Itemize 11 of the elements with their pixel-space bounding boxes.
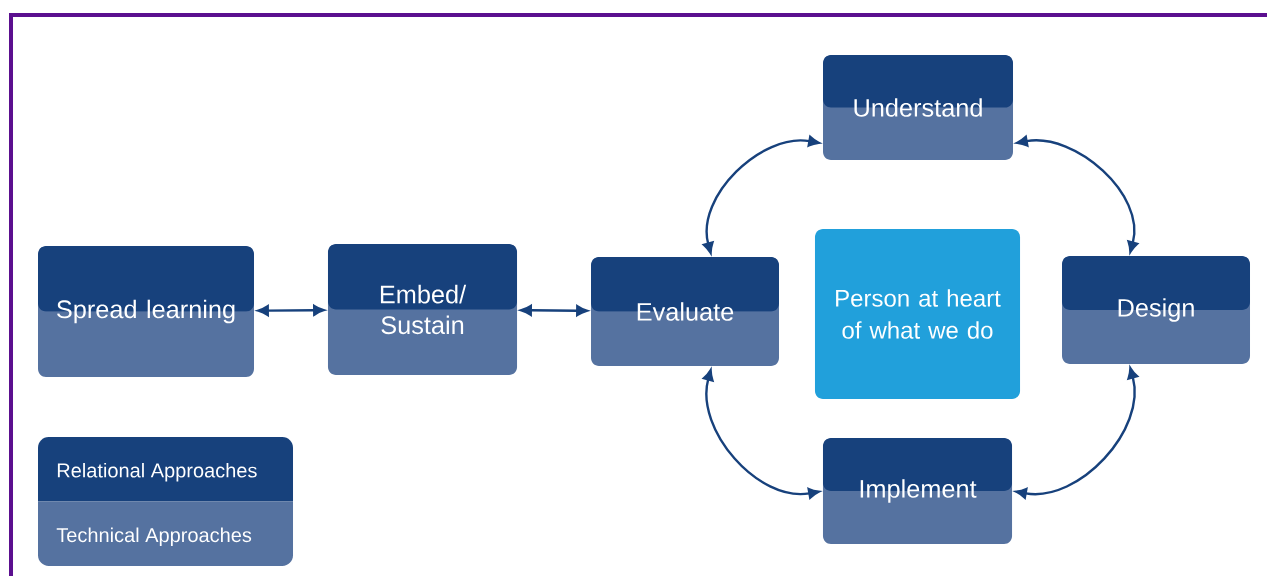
- stage-box: Understand: [823, 54, 1013, 161]
- center-box: Person at heart of what we do: [815, 229, 1021, 399]
- arrow: [257, 304, 325, 317]
- stage-box: Embed/ Sustain: [327, 244, 518, 375]
- legend-label: Technical Approaches: [56, 527, 252, 547]
- arrow: [520, 304, 588, 317]
- stage-box: Evaluate: [591, 256, 779, 367]
- stage-box: Design: [1062, 256, 1250, 364]
- legend-label: Relational Approaches: [57, 462, 257, 482]
- stage-box: Implement: [822, 438, 1013, 544]
- stage-box: Spread learning: [38, 246, 254, 377]
